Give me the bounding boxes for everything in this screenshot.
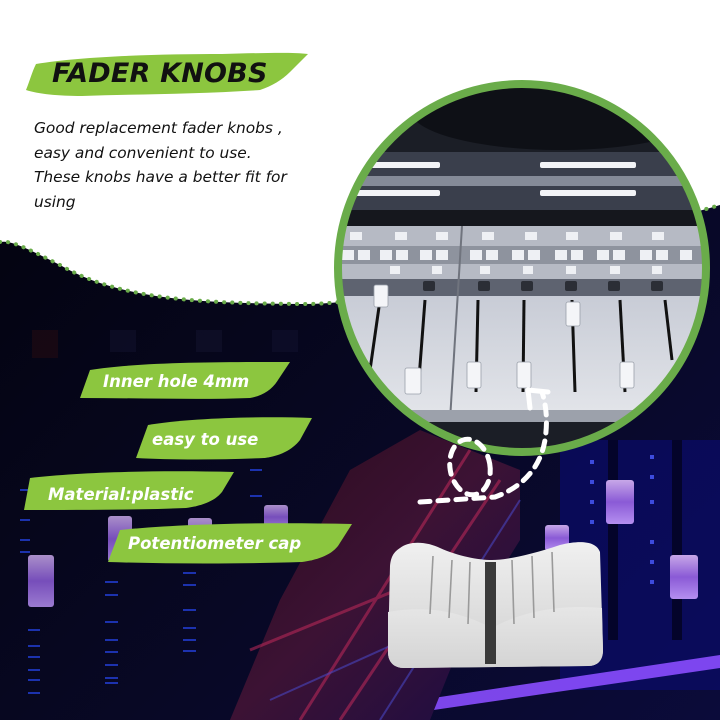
description-line: using: [34, 192, 76, 211]
product-description: Good replacement fader knobs , easy and …: [34, 116, 334, 214]
green-brush-stroke-icon: [26, 52, 308, 96]
description-line: easy and convenient to use.: [34, 143, 252, 162]
description-line: Good replacement fader knobs ,: [34, 119, 283, 137]
title-banner: FADER KNOBS: [22, 50, 308, 100]
page-title: FADER KNOBS: [52, 58, 268, 89]
feature-label-material: Material:plastic: [48, 485, 194, 504]
description-line: These knobs have a better fit for: [34, 168, 287, 187]
feature-label-potentiometer-cap: Potentiometer cap: [128, 534, 302, 553]
feature-label-easy-to-use: easy to use: [152, 430, 259, 449]
feature-label-inner-hole: Inner hole 4mm: [103, 372, 250, 391]
